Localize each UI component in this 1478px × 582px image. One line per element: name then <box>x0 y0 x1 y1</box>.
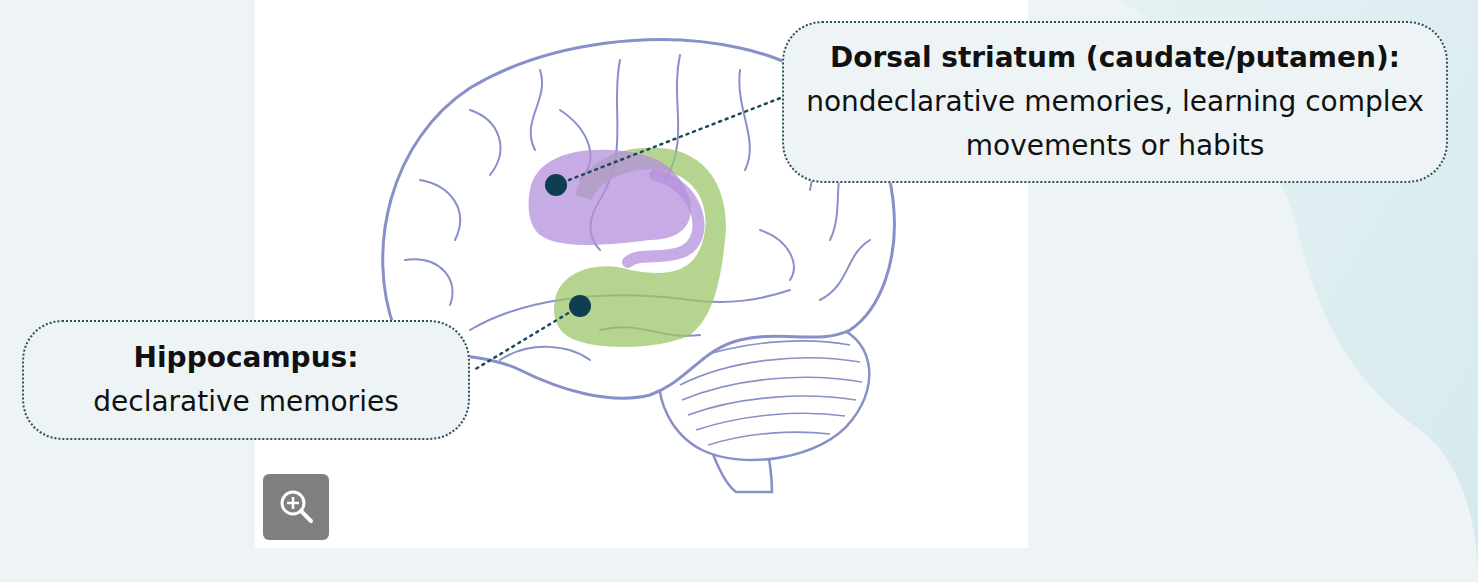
callout-box: Hippocampus:declarative memories <box>22 320 470 440</box>
marker-dot <box>569 295 591 317</box>
callout-heading: Hippocampus: <box>134 336 359 380</box>
leader-line <box>474 306 580 370</box>
leader-line <box>556 97 783 185</box>
callout-body: declarative memories <box>93 380 398 424</box>
zoom-icon <box>263 474 329 540</box>
callout-body: nondeclarative memories, learning comple… <box>802 80 1428 168</box>
callout-heading: Dorsal striatum (caudate/putamen): <box>830 36 1400 80</box>
callout-box: Dorsal striatum (caudate/putamen):nondec… <box>782 21 1448 183</box>
marker-dot <box>545 174 567 196</box>
caudate-tail <box>628 175 699 262</box>
